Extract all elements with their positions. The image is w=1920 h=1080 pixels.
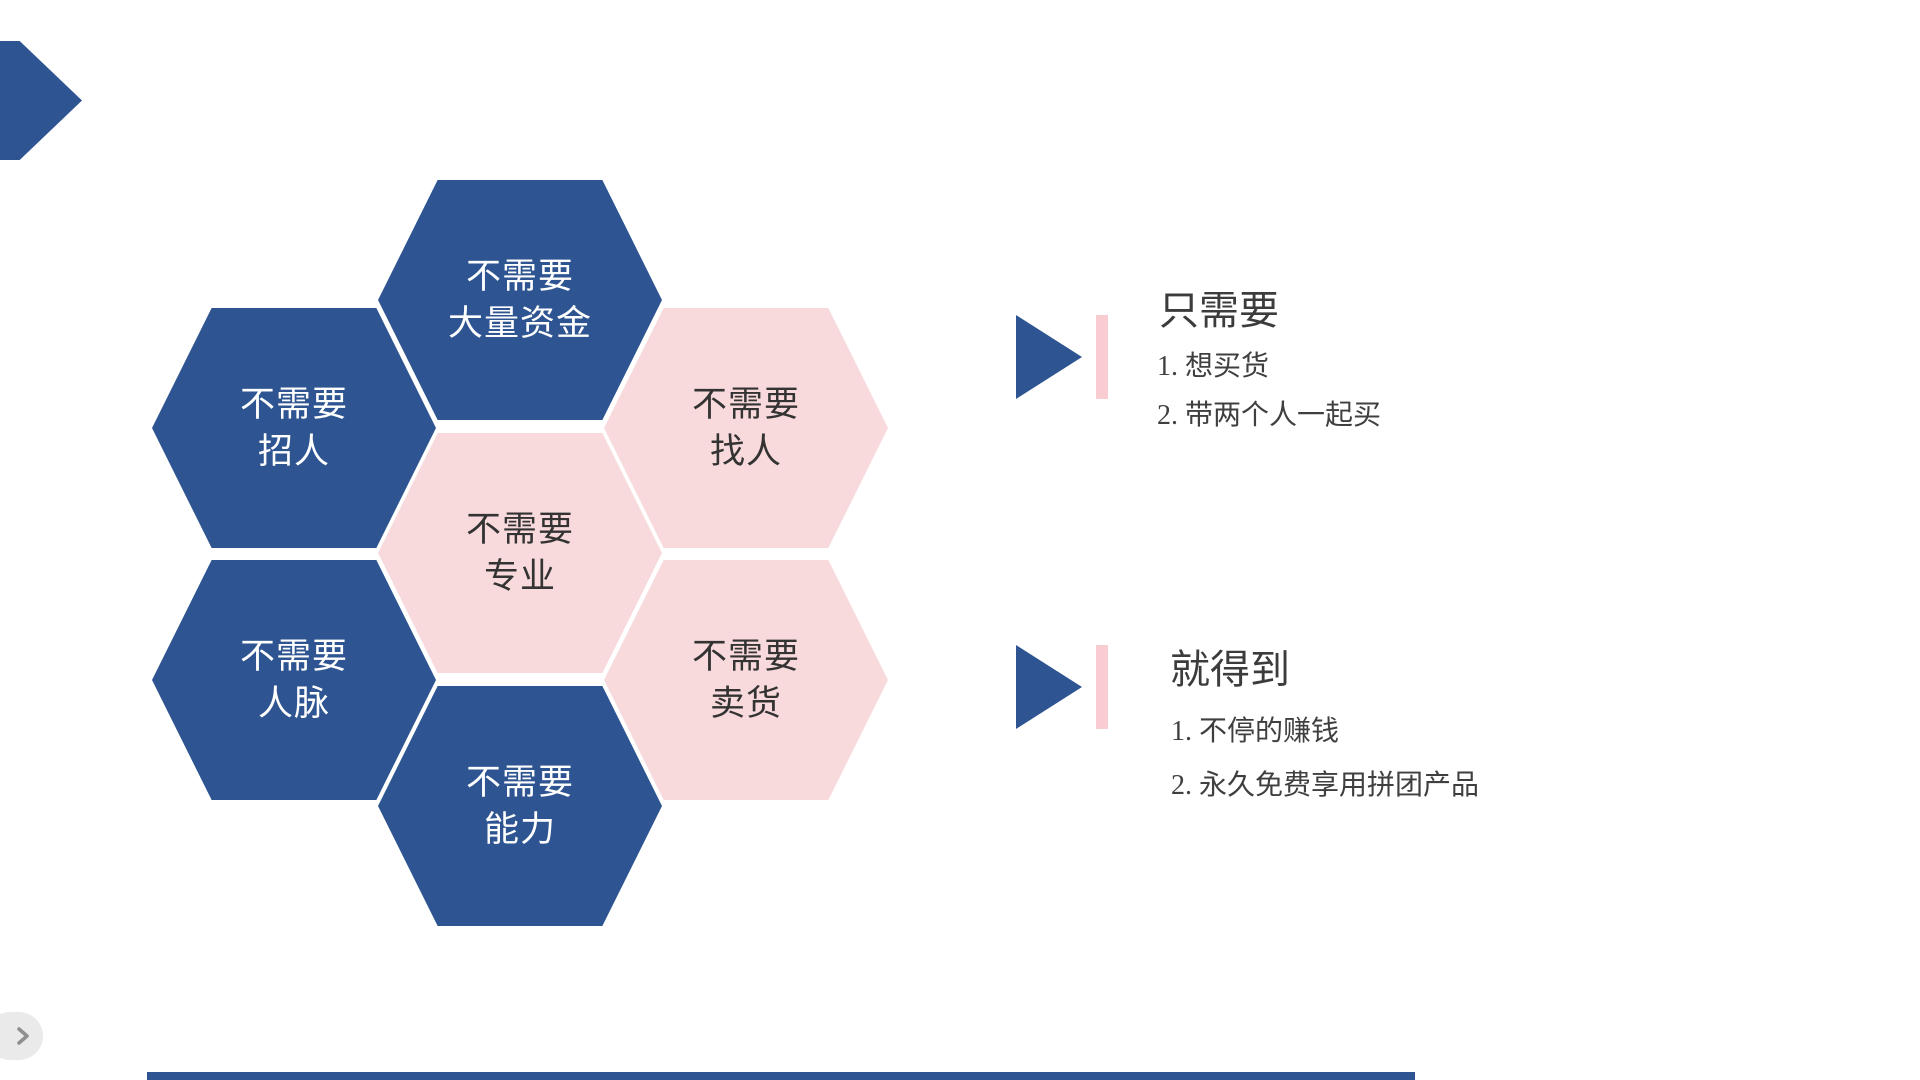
hexagon-no-selling: 不需要 卖货 bbox=[604, 560, 888, 800]
hexagon-label-line2: 卖货 bbox=[709, 684, 782, 723]
hexagon-label-line1: 不需要 bbox=[239, 385, 348, 424]
hexagon-no-recruiting: 不需要 招人 bbox=[152, 308, 436, 548]
hexagon-label-line2: 招人 bbox=[257, 432, 330, 471]
section-item: 1. 不停的赚钱 bbox=[1171, 716, 1340, 747]
slide-progress-bar bbox=[147, 1072, 1415, 1080]
hexagon-no-large-capital: 不需要 大量资金 bbox=[378, 180, 662, 420]
section-item: 2. 带两个人一起买 bbox=[1157, 400, 1382, 431]
hexagon-label-line1: 不需要 bbox=[465, 510, 574, 549]
hexagon-no-finding-people: 不需要 找人 bbox=[604, 308, 888, 548]
pink-accent-bar bbox=[1096, 645, 1108, 729]
play-triangle-icon bbox=[1016, 645, 1082, 729]
hexagon-no-connections: 不需要 人脉 bbox=[152, 560, 436, 800]
section-title-then-get: 就得到 bbox=[1170, 647, 1290, 692]
section-item: 2. 永久免费享用拼团产品 bbox=[1171, 770, 1480, 801]
section-item: 1. 想买货 bbox=[1157, 351, 1270, 382]
hexagon-label-line1: 不需要 bbox=[691, 637, 800, 676]
hexagon-label-line2: 专业 bbox=[483, 557, 556, 596]
hexagon-label-line2: 大量资金 bbox=[447, 304, 592, 343]
hexagon-label-line1: 不需要 bbox=[465, 763, 574, 802]
next-slide-button[interactable] bbox=[0, 1012, 43, 1060]
section-title-only-need: 只需要 bbox=[1159, 288, 1279, 333]
hexagon-label-line2: 人脉 bbox=[257, 684, 330, 723]
hexagon-no-ability: 不需要 能力 bbox=[378, 686, 662, 926]
hexagon-label-line1: 不需要 bbox=[239, 637, 348, 676]
corner-arrow-accent bbox=[0, 41, 82, 160]
hexagon-label-line2: 找人 bbox=[709, 432, 782, 471]
chevron-right-icon bbox=[15, 1025, 31, 1047]
hexagon-label-line1: 不需要 bbox=[691, 385, 800, 424]
play-triangle-icon bbox=[1016, 315, 1082, 399]
pink-accent-bar bbox=[1096, 315, 1108, 399]
hexagon-no-expertise: 不需要 专业 bbox=[378, 433, 662, 673]
hexagon-label-line1: 不需要 bbox=[465, 257, 574, 296]
hexagon-label-line2: 能力 bbox=[483, 810, 556, 849]
